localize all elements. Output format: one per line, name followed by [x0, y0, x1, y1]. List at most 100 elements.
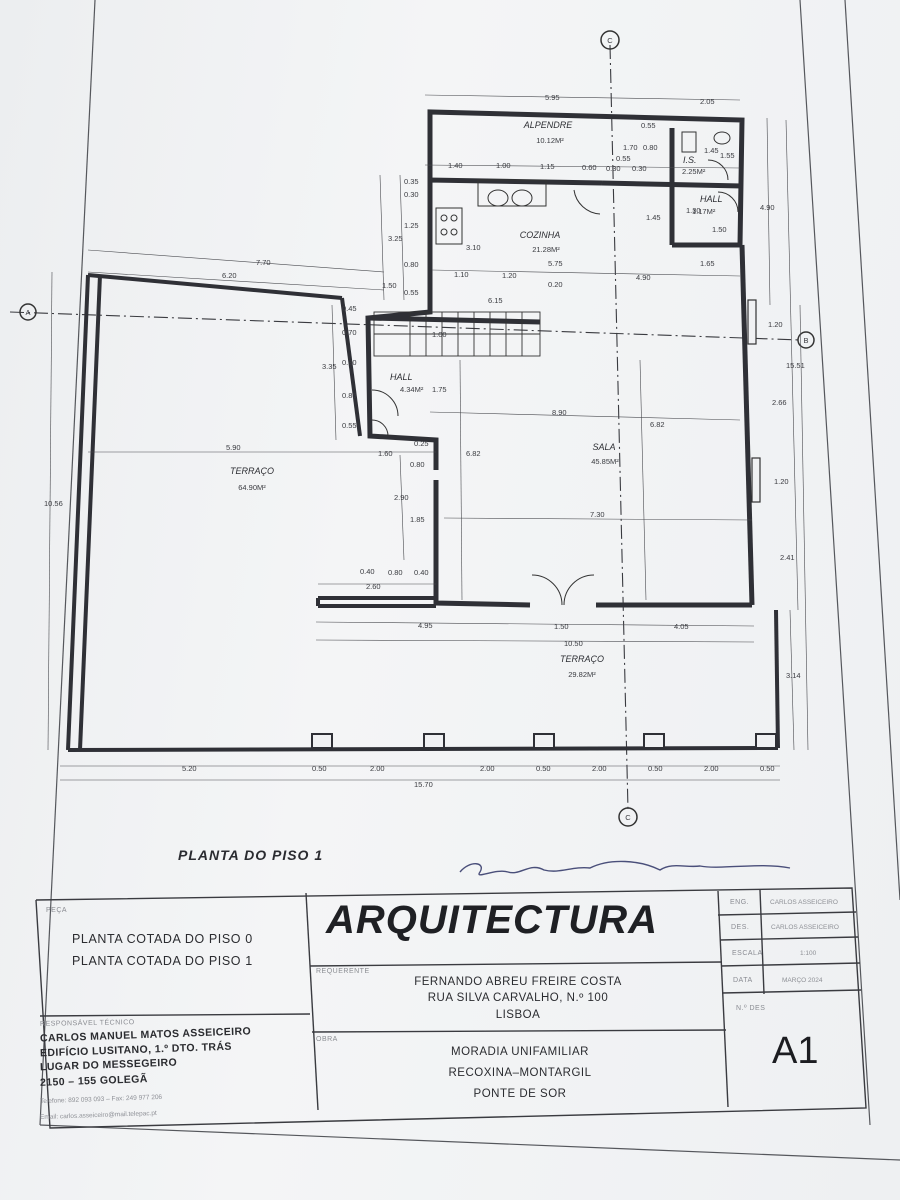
- dimension-value: 7.70: [256, 258, 271, 267]
- dimension-value: 10.56: [44, 499, 63, 508]
- dimension-value: 1.75: [432, 385, 447, 394]
- room-area: 21.28M²: [532, 245, 560, 254]
- room-name: TERRAÇO: [560, 654, 604, 664]
- dimension-value: 0.30: [632, 164, 647, 173]
- obra-label: OBRA: [316, 1036, 338, 1043]
- dimension-value: 0.40: [414, 568, 429, 577]
- dimension-value: 7.30: [590, 510, 605, 519]
- dimension-value: 4.95: [418, 621, 433, 630]
- requerente-line: RUA SILVA CARVALHO, N.º 100: [427, 992, 609, 1004]
- dimension-value: 4.90: [636, 273, 651, 282]
- dimension-value: C: [625, 813, 631, 822]
- dimension-value: 2.66: [772, 398, 787, 407]
- dimension-value: 1.00: [432, 330, 447, 339]
- room-name: SALA: [592, 442, 615, 452]
- meta-label: DATA: [733, 977, 753, 984]
- dimension-value: 1.50: [382, 281, 397, 290]
- room-area: 1.17M²: [692, 207, 716, 216]
- dimension-value: 5.20: [182, 764, 197, 773]
- room-area: 64.90M²: [238, 483, 266, 492]
- dimension-value: 2.00: [370, 764, 385, 773]
- signature: [459, 860, 791, 876]
- meta-label: ENG.: [730, 899, 750, 906]
- room-area: 10.12M²: [536, 136, 564, 145]
- dimension-value: 0.25: [414, 439, 429, 448]
- dimension-value: 0.50: [536, 764, 551, 773]
- dimension-value: 0.45: [342, 304, 357, 313]
- dimension-lines: [47, 94, 809, 781]
- room-name: TERRAÇO: [230, 466, 274, 476]
- obra-line: MORADIA UNIFAMILIAR: [451, 1046, 589, 1058]
- dimension-value: 1.40: [448, 161, 463, 170]
- dimension-value: 3.14: [786, 671, 801, 680]
- axis-marker-left: A: [19, 303, 37, 321]
- dimension-value: 0.50: [312, 764, 327, 773]
- dimension-value: 1.15: [540, 162, 555, 171]
- windows: [747, 299, 761, 503]
- peca-label: PEÇA: [46, 907, 68, 914]
- room-area: 45.85M²: [591, 457, 619, 466]
- dimension-value: 5.75: [548, 259, 563, 268]
- title-block-grid: [35, 887, 867, 1129]
- dimension-value: 1.70: [623, 143, 638, 152]
- dimension-value: 0.50: [760, 764, 775, 773]
- kitchen-fixtures: [435, 179, 601, 245]
- dimension-value: 0.80: [643, 143, 658, 152]
- dimension-value: 0.80: [410, 460, 425, 469]
- room-name: COZINHA: [520, 230, 561, 240]
- meta-value: CARLOS ASSEICEIRO: [771, 924, 839, 931]
- dimension-value: 1.20: [768, 320, 783, 329]
- dimension-value: 1.55: [720, 151, 735, 160]
- dimension-value: 1.00: [496, 161, 511, 170]
- dimension-value: 10.50: [564, 639, 583, 648]
- dimension-value: 0.55: [616, 154, 631, 163]
- dimension-value: 0.70: [342, 328, 357, 337]
- doors: [371, 389, 595, 606]
- dimension-value: 0.40: [360, 567, 375, 576]
- dimension-value: 0.60: [582, 163, 597, 172]
- dimension-value: 2.00: [704, 764, 719, 773]
- dimension-value: C: [607, 36, 613, 45]
- dimension-value: 5.95: [545, 93, 560, 102]
- sheet-border: [39, 0, 900, 1161]
- dimension-values: 5.95 2.05 1.40 1.00 1.15 0.60 0.30 0.30 …: [44, 93, 805, 789]
- meta-label: ESCALA: [732, 950, 763, 957]
- dimension-value: 3.35: [322, 362, 337, 371]
- dimension-value: 1.50: [554, 622, 569, 631]
- dimension-value: 1.20: [502, 271, 517, 280]
- axis-marker-right: B: [797, 331, 815, 349]
- dimension-value: 8.90: [552, 408, 567, 417]
- meta-label: DES.: [731, 924, 750, 931]
- dimension-value: 6.82: [466, 449, 481, 458]
- room-name: HALL: [390, 372, 413, 382]
- peca-line: PLANTA COTADA DO PISO 1: [72, 954, 253, 968]
- room-area: 4.34M²: [400, 385, 424, 394]
- dimension-value: A: [25, 308, 30, 317]
- dimension-value: 2.41: [780, 553, 795, 562]
- dimension-value: 0.30: [606, 164, 621, 173]
- sheet-code: A1: [772, 1030, 819, 1072]
- dimension-value: 0.85: [342, 391, 357, 400]
- dimension-value: B: [803, 336, 808, 345]
- columns: [311, 733, 777, 749]
- dimension-value: 0.30: [404, 190, 419, 199]
- walls: [365, 109, 755, 608]
- wc-fixtures: [681, 131, 739, 213]
- dimension-value: 2.00: [480, 764, 495, 773]
- dimension-value: 2.05: [700, 97, 715, 106]
- dimension-value: 0.50: [648, 764, 663, 773]
- dimension-value: 0.35: [404, 177, 419, 186]
- dimension-value: 0.55: [404, 288, 419, 297]
- header-arquitectura: ARQUITECTURA: [326, 898, 658, 942]
- meta-value: MARÇO 2024: [782, 977, 823, 984]
- requerente-line: LISBOA: [495, 1009, 541, 1021]
- dimension-value: 0.80: [404, 260, 419, 269]
- dimension-value: 1.45: [704, 146, 719, 155]
- axis-marker-bottom: C: [618, 807, 638, 827]
- dimension-value: 6.82: [650, 420, 665, 429]
- room-name: ALPENDRE: [523, 120, 574, 130]
- dimension-value: 0.55: [641, 121, 656, 130]
- dimension-value: 4.05: [674, 622, 689, 631]
- obra-line: RECOXINA–MONTARGIL: [448, 1067, 592, 1079]
